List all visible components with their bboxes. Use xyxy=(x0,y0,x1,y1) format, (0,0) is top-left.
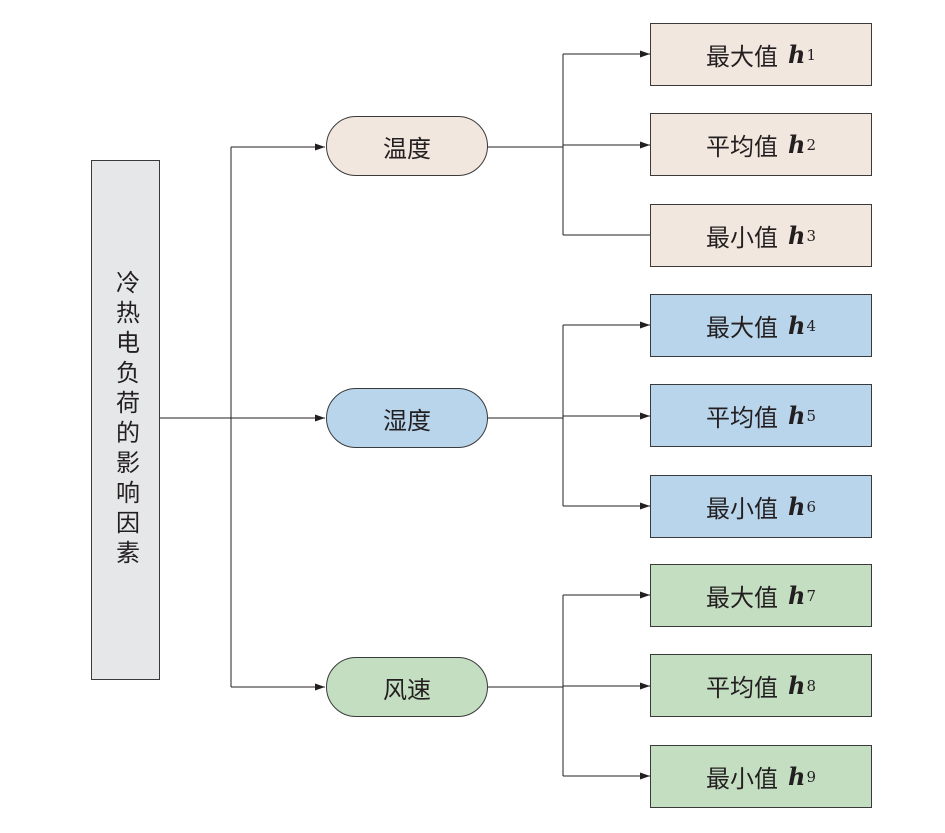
leaf-label: 平均值 xyxy=(706,404,778,432)
leaf-symbol: h xyxy=(788,130,806,159)
category-node-windspeed: 风速 xyxy=(326,657,488,717)
leaf-label: 平均值 xyxy=(706,674,778,702)
leaf-symbol: h xyxy=(788,671,806,700)
leaf-symbol: h xyxy=(788,581,806,610)
leaf-subscript: 9 xyxy=(806,767,816,786)
category-node-temperature: 温度 xyxy=(326,116,488,176)
leaf-symbol: h xyxy=(788,762,806,791)
leaf-subscript: 7 xyxy=(806,586,816,605)
root-label: 冷热电负荷的影响因素 xyxy=(111,270,140,570)
leaf-label: 最小值 xyxy=(706,224,778,252)
leaf-label: 最大值 xyxy=(706,584,778,612)
leaf-subscript: 4 xyxy=(806,316,816,335)
root-node: 冷热电负荷的影响因素 xyxy=(91,160,160,680)
leaf-symbol: h xyxy=(788,401,806,430)
leaf-label: 最小值 xyxy=(706,495,778,523)
category-label: 湿度 xyxy=(383,406,431,435)
leaf-subscript: 6 xyxy=(806,497,816,516)
leaf-subscript: 2 xyxy=(806,135,816,154)
leaf-label: 最大值 xyxy=(706,314,778,342)
category-label: 风速 xyxy=(383,675,431,704)
leaf-label: 最大值 xyxy=(706,43,778,71)
leaf-symbol: h xyxy=(788,311,806,340)
category-node-humidity: 湿度 xyxy=(326,388,488,448)
leaf-subscript: 3 xyxy=(806,226,816,245)
leaf-subscript: 5 xyxy=(806,406,816,425)
leaf-subscript: 8 xyxy=(806,676,816,695)
leaf-subscript: 1 xyxy=(806,45,816,64)
leaf-symbol: h xyxy=(788,221,806,250)
leaf-label: 平均值 xyxy=(706,133,778,161)
leaf-symbol: h xyxy=(788,492,806,521)
leaf-label: 最小值 xyxy=(706,765,778,793)
category-label: 温度 xyxy=(383,134,431,163)
leaf-symbol: h xyxy=(788,40,806,69)
